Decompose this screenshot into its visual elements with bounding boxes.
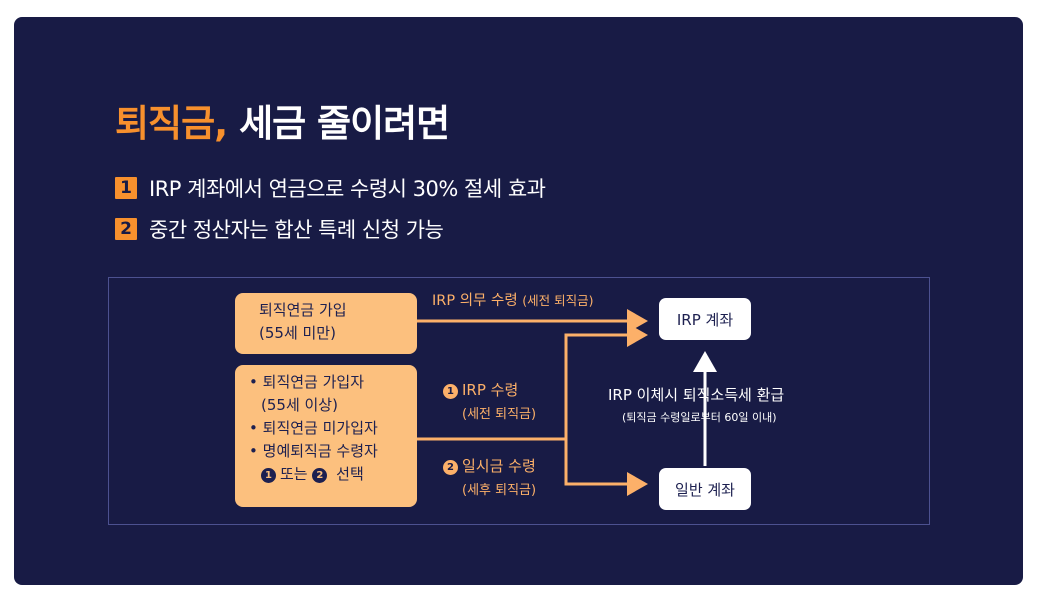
- page-title: 퇴직금, 세금 줄이려면: [115, 102, 450, 145]
- infographic-card: 퇴직금, 세금 줄이려면 1 IRP 계좌에서 연금으로 수령시 30% 절세 …: [14, 17, 1023, 585]
- general-account-box: 일반 계좌: [659, 468, 751, 510]
- box-over-55: • 퇴직연금 가입자 (55세 이상) • 퇴직연금 미가입자 • 명예퇴직금 …: [235, 365, 417, 507]
- arrow-low-sublabel: (세후 퇴직금): [462, 483, 537, 498]
- transfer-label: IRP 이체시 퇴직소득세 환급: [608, 386, 785, 404]
- transfer-sublabel: (퇴직금 수령일로부터 60일 이내): [622, 411, 777, 424]
- point-1: 1 IRP 계좌에서 연금으로 수령시 30% 절세 효과: [115, 174, 546, 202]
- flow-diagram: 퇴직연금 가입 (55세 미만) • 퇴직연금 가입자 (55세 이상) • 퇴…: [108, 277, 930, 525]
- irp-account-box: IRP 계좌: [659, 298, 751, 340]
- point-number-badge: 2: [115, 218, 137, 240]
- point-text: IRP 계좌에서 연금으로 수령시 30% 절세 효과: [149, 177, 546, 201]
- point-number-badge: 1: [115, 177, 137, 199]
- flow-arrows: [417, 309, 717, 496]
- arrow-top-label: IRP 의무 수령 (세전 퇴직금): [432, 293, 594, 309]
- arrow-mid-sublabel: (세전 퇴직금): [462, 407, 537, 422]
- arrow-general: [564, 439, 648, 496]
- point-text: 중간 정산자는 합산 특례 신청 가능: [149, 218, 444, 242]
- point-2: 2 중간 정산자는 합산 특례 신청 가능: [115, 215, 444, 243]
- box-under-55: 퇴직연금 가입 (55세 미만): [235, 293, 417, 354]
- arrow-irp: [564, 323, 648, 439]
